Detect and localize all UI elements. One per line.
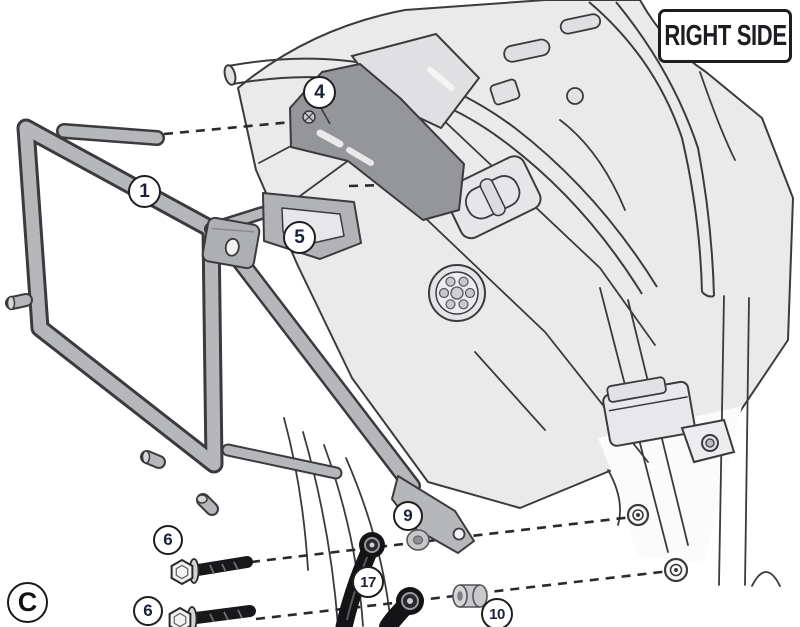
key-vent-plate — [443, 155, 542, 240]
spacer-arm-part-17b — [379, 587, 424, 627]
callout-17: 17 — [352, 566, 384, 598]
reservoir — [602, 376, 736, 464]
rack-peg — [196, 493, 219, 516]
tail-rack-plate — [489, 13, 602, 106]
right-side-label: RIGHT SIDE — [663, 19, 787, 52]
callout-6a: 6 — [153, 525, 183, 555]
hex-bolt-upper — [170, 556, 253, 586]
callout-10: 10 — [481, 598, 513, 627]
rack-clamp — [201, 216, 261, 270]
callout-9: 9 — [393, 501, 423, 531]
hex-bolt-lower — [168, 605, 256, 627]
callout-5: 5 — [283, 221, 316, 254]
mounting-boss-lower — [663, 557, 689, 583]
washer-part-9 — [406, 529, 430, 551]
rack-peg — [5, 293, 33, 311]
callout-6b: 6 — [133, 596, 163, 626]
right-side-label-box: RIGHT SIDE — [658, 9, 792, 63]
mounting-boss-upper — [626, 503, 650, 527]
callout-4: 4 — [303, 76, 336, 109]
bracket-part-4 — [289, 63, 465, 221]
washer-part-10 — [452, 584, 488, 608]
figure-letter-badge: C — [7, 582, 48, 623]
rack-peg — [140, 450, 166, 469]
rack-lower-arm-paddle — [391, 475, 475, 554]
grab-rails — [223, 1, 715, 298]
callout-1: 1 — [128, 175, 161, 208]
round-speaker-detail — [428, 264, 486, 322]
